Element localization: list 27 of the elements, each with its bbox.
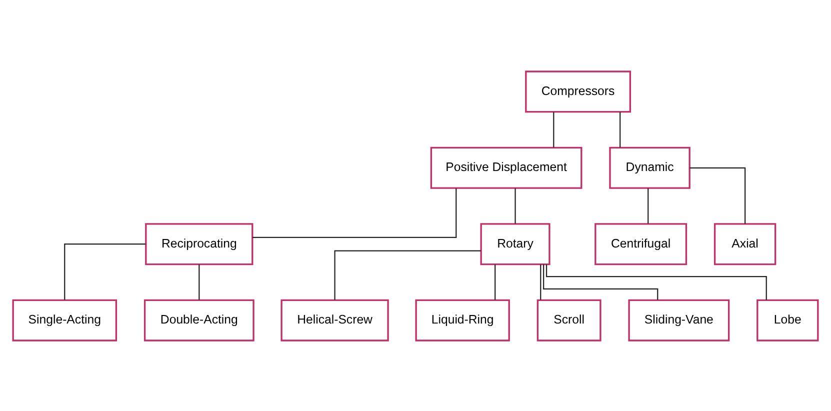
node-box: Lobe xyxy=(756,298,819,341)
connector xyxy=(198,264,200,300)
connector xyxy=(514,188,516,224)
node-box: Double-Acting xyxy=(144,298,254,341)
node-box: Liquid-Ring xyxy=(415,298,510,341)
connector xyxy=(546,264,767,300)
connector xyxy=(494,264,496,300)
connector xyxy=(64,243,146,300)
connector xyxy=(543,264,658,300)
node-box: Single-Acting xyxy=(12,298,118,341)
connector xyxy=(252,188,457,238)
connector xyxy=(620,112,621,147)
node-box: Compressors xyxy=(525,70,631,112)
connector xyxy=(648,188,649,224)
node-box: Reciprocating xyxy=(145,222,254,265)
node-box: Sliding-Vane xyxy=(628,298,730,341)
connector xyxy=(553,112,554,147)
connector xyxy=(690,166,746,224)
node-box: Helical-Screw xyxy=(280,298,389,341)
node-box: Scroll xyxy=(536,298,602,341)
node-box: Rotary xyxy=(480,222,550,265)
node-box: Axial xyxy=(714,222,776,265)
node-box: Positive Displacement xyxy=(430,146,582,188)
node-box: Centrifugal xyxy=(594,222,688,265)
node-box: Dynamic xyxy=(609,146,690,188)
connector xyxy=(540,264,542,300)
connector xyxy=(334,250,481,300)
